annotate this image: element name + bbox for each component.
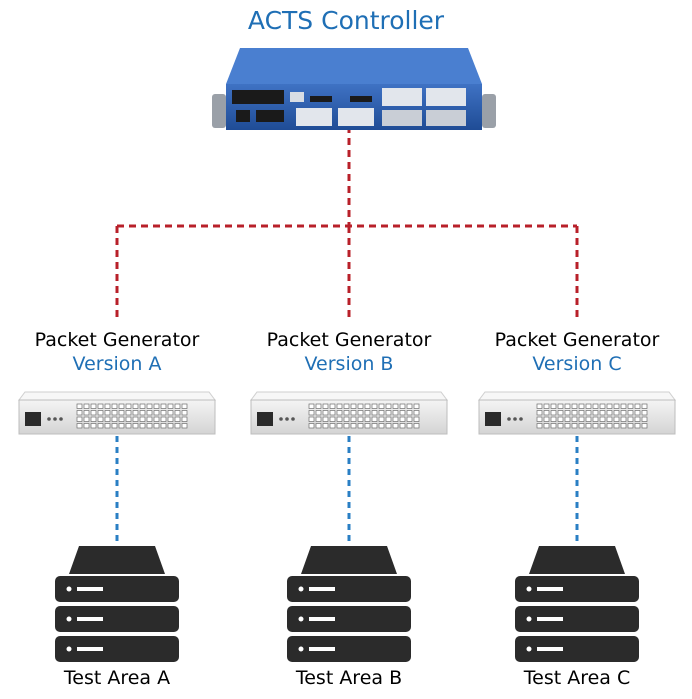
packet-generator-c-icon (478, 391, 676, 435)
controller-links (115, 126, 579, 320)
generator-a-name: Packet Generator (34, 329, 200, 351)
packet-generator-devices (18, 391, 676, 435)
generator-b-name: Packet Generator (266, 329, 432, 351)
test-area-a-label: Test Area A (63, 667, 171, 689)
server-stack-a-icon (55, 546, 179, 662)
packet-generator-b-icon (250, 391, 448, 435)
page-title: ACTS Controller (247, 6, 445, 35)
test-area-c-label: Test Area C (523, 667, 631, 689)
server-stack-c-icon (515, 546, 639, 662)
server-stack-b-icon (287, 546, 411, 662)
packet-generator-a-icon (18, 391, 216, 435)
test-area-b-label: Test Area B (295, 667, 403, 689)
generator-b-version: Version B (304, 353, 394, 375)
generator-c-version: Version C (532, 353, 622, 375)
generator-links (115, 436, 579, 548)
controller-device-icon (212, 48, 496, 130)
generator-a-version: Version A (72, 353, 162, 375)
test-area-server-stacks (55, 546, 639, 662)
generator-c-name: Packet Generator (494, 329, 660, 351)
